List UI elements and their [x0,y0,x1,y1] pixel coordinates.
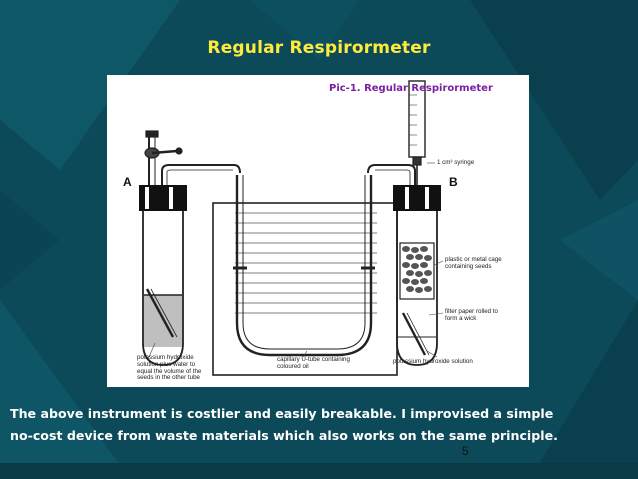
label-leaders [148,162,444,358]
wick-label: filter paper rolled to form a wick [445,308,498,322]
body-line-2: no-cost device from waste materials whic… [10,428,558,443]
body-text: The above instrument is costlier and eas… [10,403,630,447]
koh-a-label: potassium hydroxide solution plus water … [137,354,202,382]
u-tube-scale [235,212,377,314]
syringe-label: 1 cm³ syringe [437,159,475,166]
page-number: 5 [462,444,469,458]
figure-caption: Pic-1. Regular Respirormeter [329,83,493,94]
test-tube-a [139,185,187,366]
tube-b-label: B [449,175,458,189]
body-line-1: The above instrument is costlier and eas… [10,406,554,421]
tube-b-connector [367,164,416,193]
test-tube-b [393,185,441,366]
u-tube-label: capillary U-tube containing coloured oil [277,356,350,370]
syringe [408,80,426,185]
capillary-u-tube [235,175,373,357]
respirometer-figure: Pic-1. Regular Respirormeter A B 1 cm³ s… [107,75,529,387]
respirometer-diagram [139,80,444,376]
tube-a-connector [161,164,241,193]
stopcock-a [144,130,183,185]
koh-b-label: potassium hydroxide solution [393,358,473,365]
tube-a-label: A [123,175,132,189]
slide-title: Regular Respirormeter [207,38,431,58]
seeds [402,246,432,293]
cage-label: plastic or metal cage containing seeds [445,256,502,270]
